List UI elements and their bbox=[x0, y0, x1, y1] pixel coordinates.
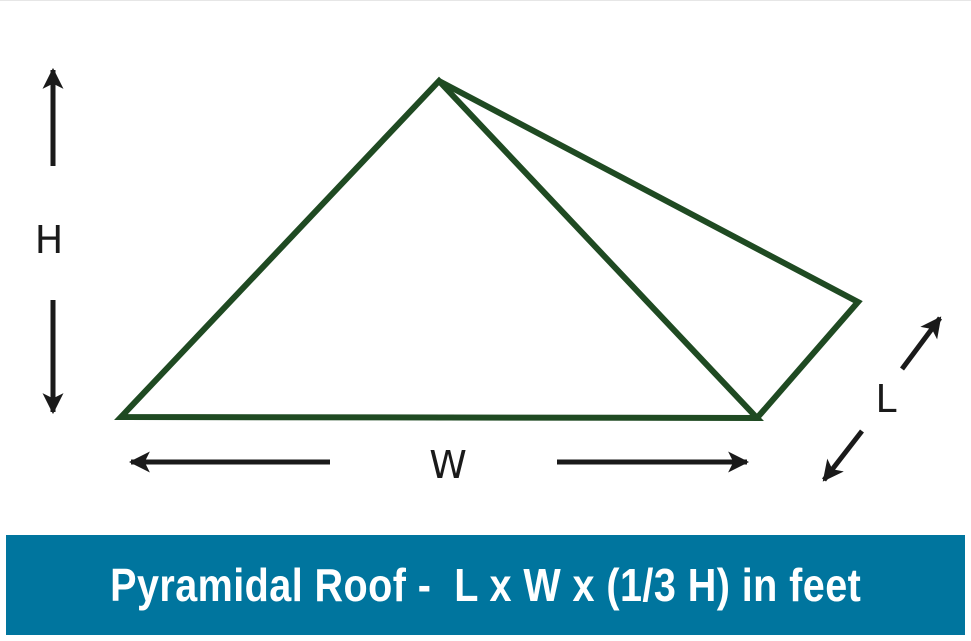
top-border bbox=[0, 0, 971, 1]
width-dimension: W bbox=[128, 443, 750, 487]
roof-side-face bbox=[437, 78, 863, 420]
roof-outline bbox=[114, 76, 863, 422]
pyramidal-roof-diagram: H W L bbox=[35, 67, 943, 487]
length-arrow-down bbox=[822, 429, 864, 482]
formula-banner: Pyramidal Roof - L x W x (1/3 H) in feet bbox=[6, 535, 965, 635]
roof-front-face bbox=[114, 76, 764, 422]
formula-text: Pyramidal Roof - L x W x (1/3 H) in feet bbox=[109, 559, 862, 611]
height-label: H bbox=[35, 218, 64, 262]
length-dimension: L bbox=[822, 316, 943, 482]
height-dimension: H bbox=[35, 67, 64, 415]
length-arrow-up bbox=[899, 316, 943, 371]
width-label: W bbox=[429, 443, 467, 487]
length-label: L bbox=[875, 377, 896, 421]
